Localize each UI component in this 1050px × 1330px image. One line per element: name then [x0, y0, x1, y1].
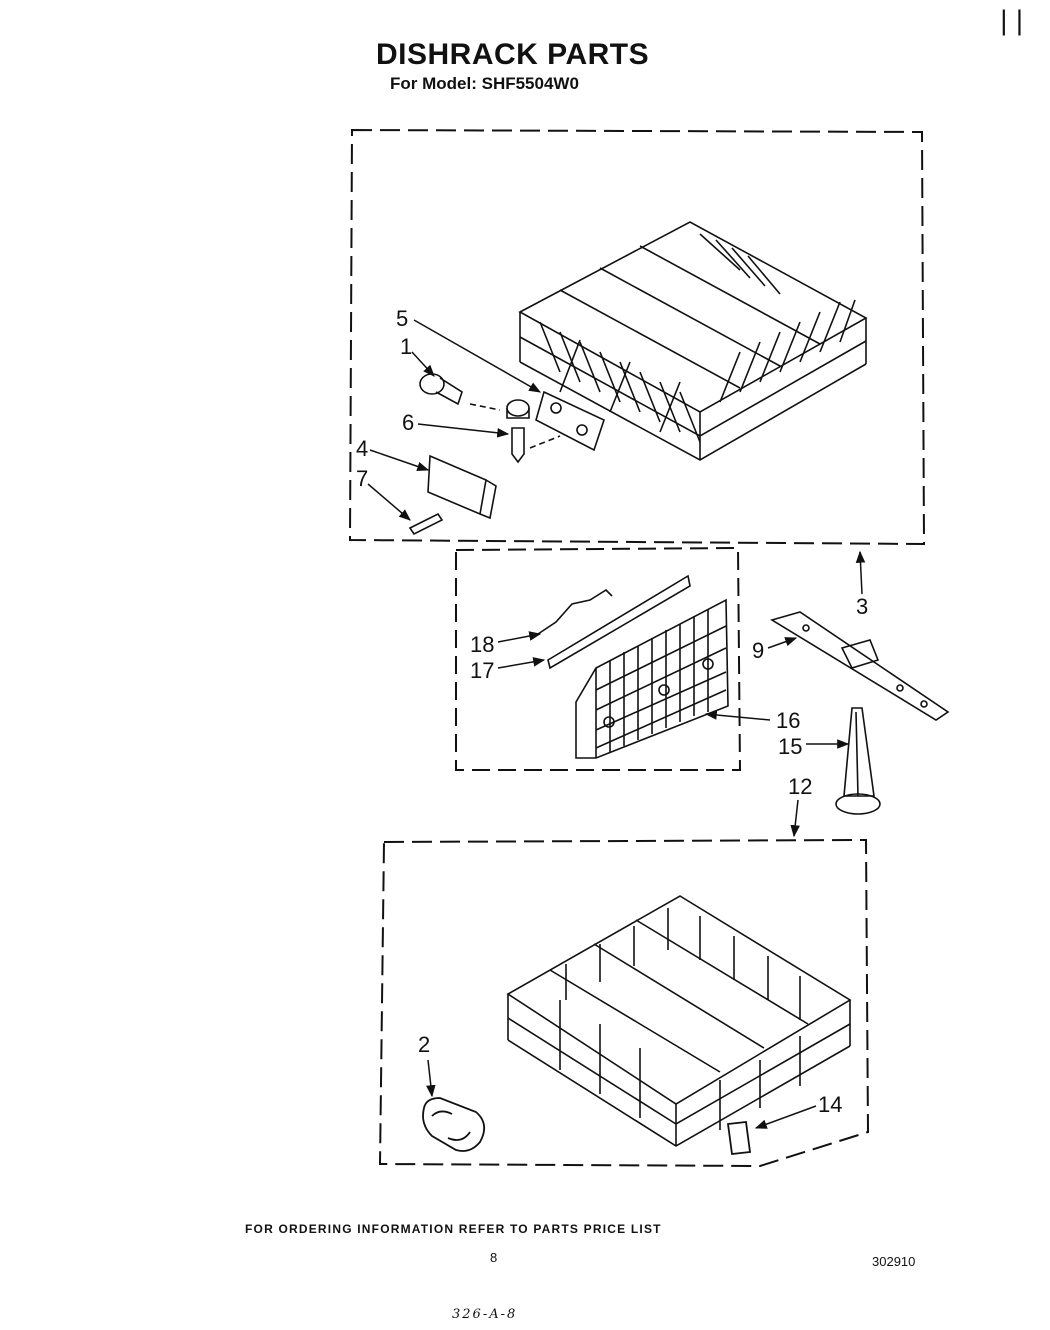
callout-15: 15 [778, 734, 802, 759]
callout-1: 1 [400, 334, 412, 359]
lower-rack-assembly-box [378, 838, 870, 1168]
callout-5: 5 [396, 306, 408, 331]
callout-labels: 5 1 6 4 7 3 9 18 17 16 15 12 2 14 [356, 306, 868, 1117]
rack-adjuster-parts [408, 373, 605, 536]
document-number: 302910 [872, 1254, 916, 1269]
upper-dishrack [518, 221, 868, 461]
page-number: 8 [490, 1250, 498, 1265]
silverware-basket-box [455, 546, 742, 771]
callout-17: 17 [470, 658, 494, 683]
callout-7: 7 [356, 466, 368, 491]
callout-2: 2 [418, 1032, 430, 1057]
callout-14: 14 [818, 1092, 842, 1117]
callout-16: 16 [776, 708, 800, 733]
upper-rack-assembly-box [348, 128, 926, 546]
callout-12: 12 [788, 774, 812, 799]
callout-3: 3 [856, 594, 868, 619]
page-title: DISHRACK PARTS [376, 38, 650, 71]
ordering-note: FOR ORDERING INFORMATION REFER TO PARTS … [245, 1222, 662, 1236]
handwritten-note: 326-A-8 [452, 1307, 518, 1322]
leader-lines [367, 319, 866, 1129]
callout-9: 9 [752, 638, 764, 663]
rack-roller-and-clip [422, 1097, 752, 1155]
callout-18: 18 [470, 632, 494, 657]
silverware-basket [537, 574, 729, 759]
model-subtitle: For Model: SHF5504W0 [390, 74, 579, 93]
lower-dishrack [506, 895, 852, 1147]
spray-arm [770, 611, 950, 721]
callout-4: 4 [356, 436, 368, 461]
spray-tube [835, 707, 881, 815]
callout-6: 6 [402, 410, 414, 435]
corner-mark: || [996, 6, 1028, 36]
